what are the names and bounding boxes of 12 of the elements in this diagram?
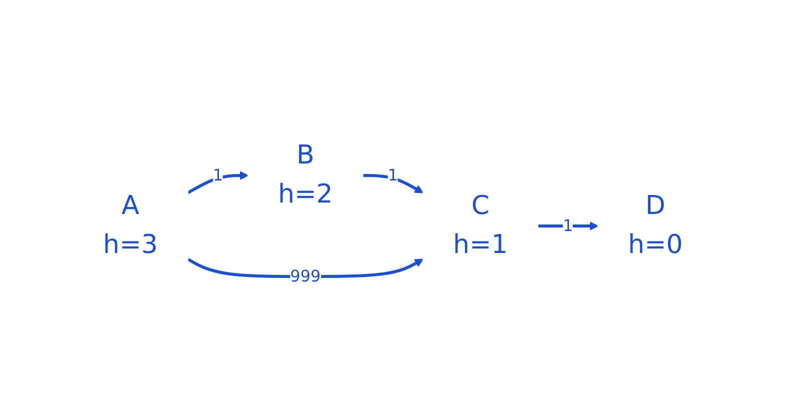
arrow [187,257,424,278]
edge-label: 1 [562,216,574,234]
edge-label: 1 [388,165,398,184]
edge-label: 1 [212,165,224,184]
node-text: C h=1 [453,190,508,260]
node-text: A h=3 [103,190,158,260]
node-text: D h=0 [628,190,683,260]
arrow [538,221,598,230]
node-text: B h=2 [278,140,333,209]
arrow [187,170,248,194]
edge-label: 999 [290,266,321,285]
arrow [362,174,424,193]
